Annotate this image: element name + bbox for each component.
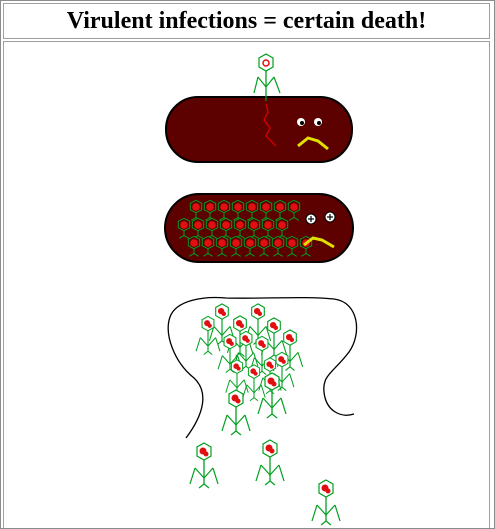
infection-illustration — [4, 42, 490, 528]
illustration-cell — [3, 41, 490, 528]
attached-phage-icon — [254, 54, 280, 101]
figure-title: Virulent infections = certain death! — [67, 8, 426, 35]
stage-phage-attachment — [166, 54, 352, 162]
phage-icon — [256, 440, 284, 485]
stage-phage-replication — [165, 194, 353, 262]
phage-icon — [196, 316, 220, 354]
stage-cell-lysis — [168, 298, 356, 525]
title-cell: Virulent infections = certain death! — [3, 3, 490, 39]
phage-icon — [312, 480, 340, 525]
healthy-bacterium — [166, 97, 352, 162]
phage-icon — [222, 390, 250, 435]
phage-icon — [190, 443, 218, 488]
released-phages — [190, 304, 340, 525]
